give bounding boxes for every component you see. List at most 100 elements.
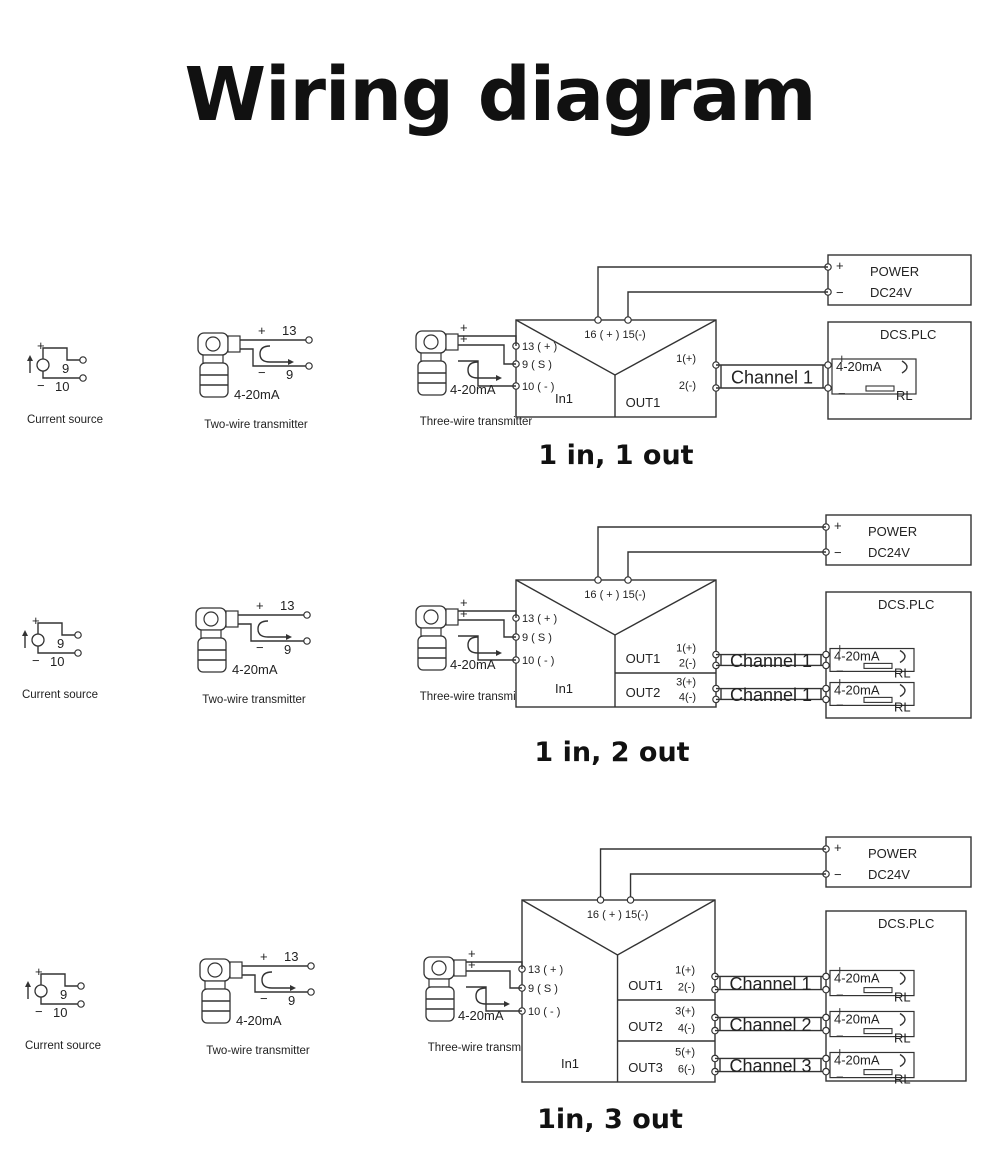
- load-resistor-icon: [863, 696, 893, 703]
- input-terminal-label: 10 ( - ): [528, 1006, 560, 1018]
- loop-arrow: [899, 971, 906, 986]
- load-label: RL: [894, 665, 911, 680]
- legend-label: Three-wire transmitter: [428, 1042, 541, 1054]
- arrow-head-icon: [290, 985, 296, 991]
- legend-label: Three-wire transmitter: [420, 416, 533, 428]
- plus-sign: +: [460, 320, 468, 335]
- minus-sign: −: [260, 991, 268, 1006]
- return-arrow: [257, 620, 286, 638]
- arrow-head-icon: [25, 981, 31, 987]
- signal-label: 4-20mA: [834, 1011, 880, 1026]
- load-resistor-icon: [863, 662, 893, 669]
- terminal: [824, 361, 832, 369]
- legend-label: Current source: [25, 1040, 101, 1052]
- signal-label: 4-20mA: [232, 662, 278, 677]
- plus-sign: +: [260, 949, 268, 964]
- load-resistor-icon: [863, 987, 893, 994]
- transmitter-head-icon: [195, 607, 227, 631]
- load-label: RL: [894, 699, 911, 714]
- transmitter-head-icon: [415, 330, 447, 354]
- signal-label: 4-20mA: [834, 683, 880, 698]
- plus-sign: +: [460, 595, 468, 610]
- transmitter-head-icon: [197, 332, 229, 356]
- terminal: [822, 1026, 830, 1035]
- wire: [458, 335, 517, 346]
- input-label: In1: [555, 391, 573, 406]
- load-resistor-icon: [865, 385, 895, 392]
- loop-arrow: [899, 1053, 906, 1068]
- transmitter-body-icon: [201, 988, 231, 1024]
- arrow-head-icon: [496, 650, 502, 656]
- terminal-label: 13: [280, 598, 294, 613]
- terminal: [822, 1067, 830, 1076]
- signal-label: 4-20mA: [834, 1052, 880, 1067]
- terminal-label: 10: [55, 379, 69, 394]
- converter-module: [515, 579, 717, 708]
- input-label: In1: [555, 681, 573, 696]
- output-terminal-label: 4(-): [679, 691, 696, 703]
- output-label: OUT1: [626, 651, 661, 666]
- minus-sign: −: [834, 545, 842, 560]
- terminal: [822, 661, 830, 670]
- output-terminal-label: 3(+): [675, 1005, 695, 1017]
- signal-label: 4-20mA: [834, 970, 880, 985]
- output-terminal-label: 2(-): [678, 982, 695, 994]
- return-arrow: [261, 971, 290, 989]
- transmitter-head-icon: [415, 605, 447, 629]
- voltage-label: DC24V: [870, 285, 912, 300]
- channel-label: Channel 1: [730, 685, 812, 705]
- channel-label: Channel 1: [729, 974, 811, 994]
- minus-sign: −: [836, 285, 844, 300]
- input-terminal-label: 13 ( + ): [528, 964, 563, 976]
- power-wire-positive: [597, 266, 828, 320]
- loop-arrow: [899, 1012, 906, 1027]
- power-wire-positive: [597, 526, 826, 580]
- terminal: [79, 356, 87, 364]
- load-label: RL: [894, 1072, 911, 1087]
- section-caption: 1 in, 2 out: [534, 737, 689, 768]
- transmitter-body-icon: [199, 362, 229, 398]
- loop-arrow: [901, 360, 908, 374]
- power-wire-negative: [627, 291, 828, 320]
- converter-module: [515, 319, 717, 418]
- terminal-label: 9: [286, 367, 293, 382]
- output-label: OUT1: [628, 978, 663, 993]
- receiver-loop: [829, 681, 915, 707]
- power-wire-negative: [629, 873, 826, 900]
- output-terminal-label: 6(-): [678, 1064, 695, 1076]
- terminal-label: 9: [288, 993, 295, 1008]
- output-label: OUT3: [628, 1060, 663, 1075]
- minus-sign: −: [256, 640, 264, 655]
- receiver-loop: [829, 647, 915, 673]
- output-label: OUT2: [626, 685, 661, 700]
- minus-sign: −: [834, 867, 842, 882]
- power-supply: [825, 514, 972, 566]
- plus-sign: +: [37, 338, 45, 353]
- power-wire-negative: [627, 551, 826, 580]
- terminal: [594, 316, 602, 324]
- terminal-label: 10: [50, 654, 64, 669]
- plus-sign: +: [468, 946, 476, 961]
- legend-label: Current source: [27, 414, 103, 426]
- terminal-label: 9: [284, 642, 291, 657]
- input-terminal-label: 10 ( - ): [522, 381, 554, 393]
- power-terminals-label: 16 ( + ) 15(-): [587, 909, 648, 921]
- terminal-label: 13: [282, 323, 296, 338]
- transmitter-body-icon: [417, 360, 447, 396]
- voltage-label: DC24V: [868, 545, 910, 560]
- load-label: RL: [894, 990, 911, 1005]
- terminal: [77, 1000, 85, 1008]
- terminal: [822, 972, 830, 981]
- transmitter-head-icon: [423, 956, 455, 980]
- terminal: [303, 637, 311, 645]
- arrow-head-icon: [22, 630, 28, 636]
- input-terminal-label: 9 ( S ): [528, 983, 558, 995]
- output-label: OUT2: [628, 1019, 663, 1034]
- plus-sign: +: [258, 323, 266, 338]
- loop-arrow: [899, 649, 906, 664]
- receiver-loop: [829, 1051, 915, 1079]
- legend-label: Three-wire transmitter: [420, 691, 533, 703]
- return-arrow: [467, 361, 496, 379]
- channel-label: Channel 3: [729, 1056, 811, 1076]
